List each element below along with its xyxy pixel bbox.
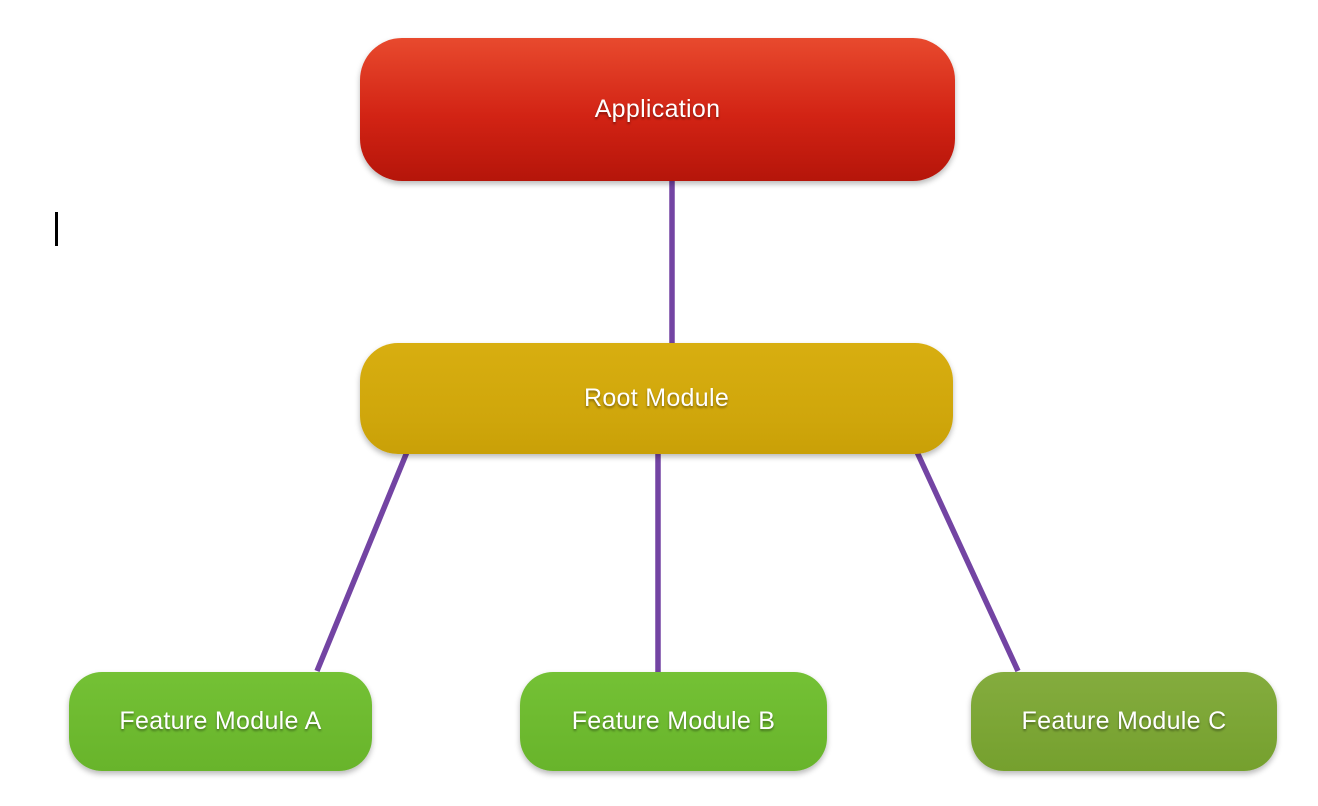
node-feature-module-c[interactable]: Feature Module C: [971, 672, 1277, 771]
node-feature-module-a[interactable]: Feature Module A: [69, 672, 372, 771]
text-caret: [55, 212, 58, 246]
node-feature-module-c-label: Feature Module C: [1021, 707, 1227, 735]
node-feature-module-a-label: Feature Module A: [119, 707, 322, 735]
node-root-module[interactable]: Root Module: [360, 343, 953, 454]
node-root-module-label: Root Module: [583, 384, 730, 412]
node-application[interactable]: Application: [360, 38, 955, 181]
node-feature-module-b[interactable]: Feature Module B: [520, 672, 827, 771]
node-feature-module-b-label: Feature Module B: [571, 707, 776, 735]
edge-root-module-feature-c[interactable]: [914, 450, 1021, 673]
edge-root-module-feature-a[interactable]: [314, 450, 410, 673]
node-application-label: Application: [594, 95, 721, 123]
